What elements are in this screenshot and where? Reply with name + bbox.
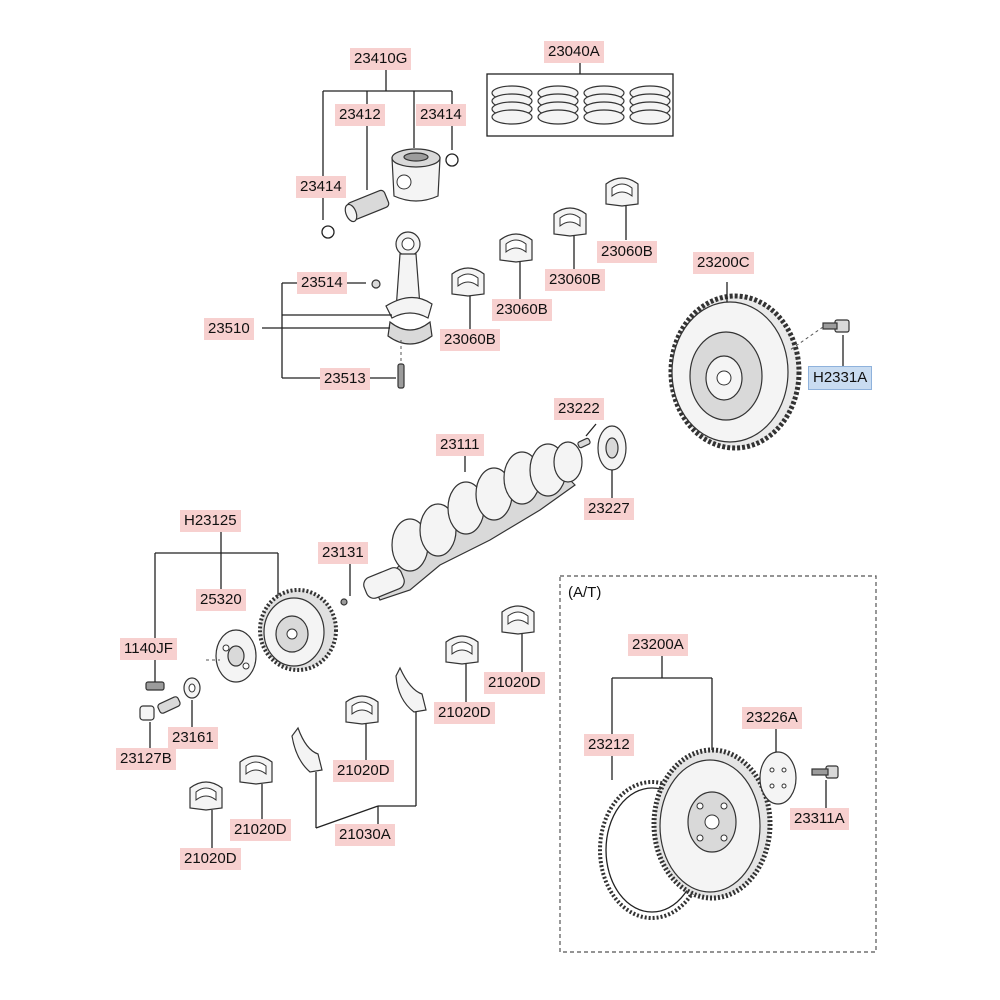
part-label-23222[interactable]: 23222 <box>554 398 604 420</box>
crankshaft-23111 <box>340 423 627 606</box>
lower-bearing-shells <box>189 605 535 848</box>
part-label-23414-right[interactable]: 23414 <box>416 104 466 126</box>
flywheel-23200C <box>668 282 850 451</box>
part-label-23060B-4[interactable]: 23060B <box>597 241 657 263</box>
part-label-23161[interactable]: 23161 <box>168 727 218 749</box>
part-label-21030A[interactable]: 21030A <box>335 824 395 846</box>
piston-pin <box>344 189 390 223</box>
part-label-23311A[interactable]: 23311A <box>790 808 849 830</box>
part-label-23226A[interactable]: 23226A <box>742 707 802 729</box>
part-label-23060B-1[interactable]: 23060B <box>440 329 500 351</box>
part-label-23111[interactable]: 23111 <box>436 434 484 456</box>
part-label-23410G[interactable]: 23410G <box>350 48 412 70</box>
part-label-23212[interactable]: 23212 <box>584 734 634 756</box>
part-label-H2331A[interactable]: H2331A <box>808 366 873 390</box>
part-label-23131[interactable]: 23131 <box>318 542 368 564</box>
part-label-25320[interactable]: 25320 <box>196 589 246 611</box>
part-label-21020D-3[interactable]: 21020D <box>333 760 394 782</box>
part-label-23200A[interactable]: 23200A <box>628 634 688 656</box>
part-label-1140JF[interactable]: 1140JF <box>120 638 177 660</box>
part-label-21020D-1[interactable]: 21020D <box>484 672 545 694</box>
part-label-H23125[interactable]: H23125 <box>180 510 241 532</box>
part-label-21020D-2[interactable]: 21020D <box>434 702 495 724</box>
part-label-23510[interactable]: 23510 <box>204 318 254 340</box>
damper-pulley-group <box>139 530 338 748</box>
piston-ring-set-23040A <box>486 62 674 137</box>
part-label-23200C[interactable]: 23200C <box>693 252 754 274</box>
main-bearing-shells-upper <box>451 177 639 330</box>
part-label-23412[interactable]: 23412 <box>335 104 385 126</box>
part-label-23414-left[interactable]: 23414 <box>296 176 346 198</box>
part-label-21020D-4[interactable]: 21020D <box>230 819 291 841</box>
part-label-21020D-5[interactable]: 21020D <box>180 848 241 870</box>
part-label-23227[interactable]: 23227 <box>584 498 634 520</box>
part-label-23060B-3[interactable]: 23060B <box>545 269 605 291</box>
part-label-23060B-2[interactable]: 23060B <box>492 299 552 321</box>
part-label-23040A[interactable]: 23040A <box>544 41 604 63</box>
part-label-23513[interactable]: 23513 <box>320 368 370 390</box>
at-section-title: (A/T) <box>568 584 602 601</box>
part-label-23127B[interactable]: 23127B <box>116 748 176 770</box>
connecting-rod <box>262 231 433 389</box>
piston-assembly <box>321 62 459 239</box>
at-section-box <box>559 575 877 953</box>
part-label-23514[interactable]: 23514 <box>297 272 347 294</box>
